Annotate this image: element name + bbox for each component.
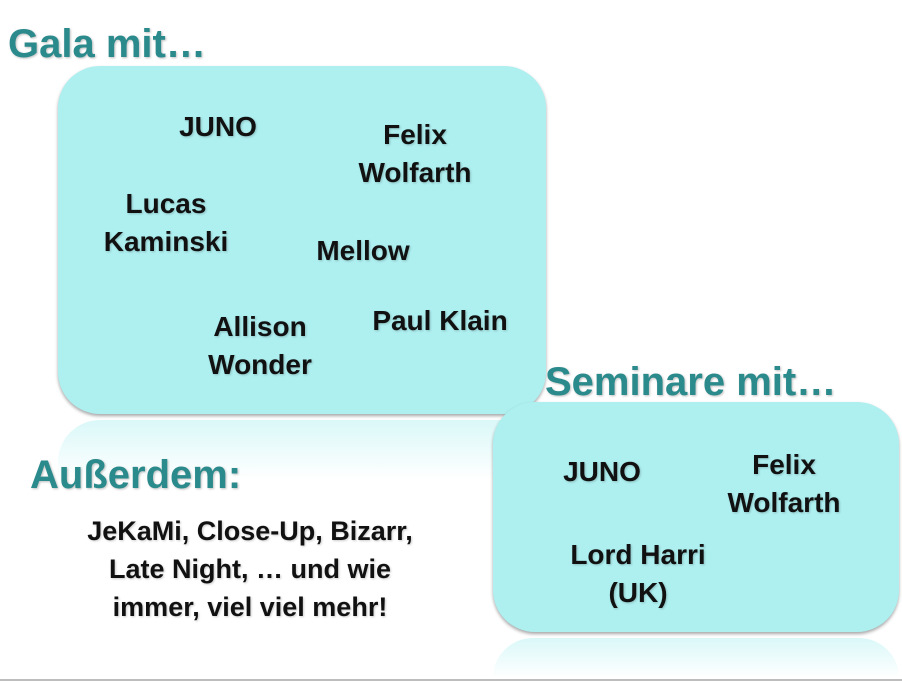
ausserdem-heading: Außerdem: <box>30 453 242 497</box>
ausserdem-text: JeKaMi, Close-Up, Bizarr, Late Night, … … <box>87 516 413 622</box>
bottom-divider <box>0 679 902 681</box>
gala-name-juno: JUNO <box>179 111 257 142</box>
gala-heading: Gala mit… <box>8 22 206 66</box>
gala-name-allison-wonder: Allison Wonder <box>208 311 312 380</box>
seminare-box <box>493 402 899 632</box>
gala-name-paul-klain: Paul Klain <box>372 305 508 336</box>
gala-box <box>58 66 546 414</box>
seminare-box-reflection <box>493 638 899 678</box>
seminare-heading: Seminare mit… <box>545 360 837 404</box>
gala-name-mellow: Mellow <box>316 235 410 266</box>
seminare-name-felix-wolfarth: Felix Wolfarth <box>727 449 841 518</box>
gala-box-reflection <box>58 420 546 480</box>
seminare-name-juno: JUNO <box>563 456 641 487</box>
gala-name-lucas-kaminski: Lucas Kaminski <box>103 188 229 257</box>
seminare-name-lord-harri: Lord Harri (UK) <box>570 539 706 608</box>
gala-name-felix-wolfarth: Felix Wolfarth <box>358 119 472 188</box>
